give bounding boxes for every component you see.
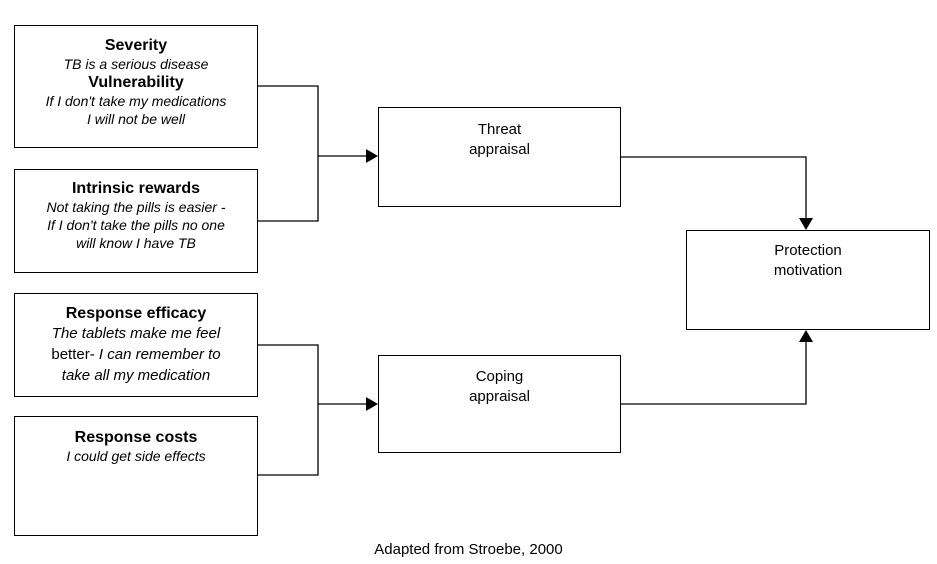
connector-severity-to-threat — [258, 85, 370, 157]
arrowhead-threat — [366, 149, 378, 163]
vulnerability-text: If I don't take my medications I will no… — [45, 93, 227, 127]
severity-text: TB is a serious disease — [63, 56, 209, 72]
response-costs-title: Response costs — [74, 429, 198, 446]
response-costs-text: I could get side effects — [66, 448, 206, 464]
arrowhead-coping — [366, 397, 378, 411]
response-efficacy-box: Response efficacy The tablets make me fe… — [14, 293, 258, 397]
threat-appraisal-box: Threat appraisal — [378, 107, 621, 207]
arrowhead-protection-bottom — [799, 330, 813, 342]
threat-appraisal-label: Threat appraisal — [469, 121, 530, 158]
intrinsic-rewards-box: Intrinsic rewards Not taking the pills i… — [14, 169, 258, 273]
intrinsic-rewards-title: Intrinsic rewards — [71, 180, 201, 197]
response-efficacy-title: Response efficacy — [65, 305, 207, 322]
source-caption: Adapted from Stroebe, 2000 — [374, 541, 563, 558]
arrowhead-protection-top — [799, 218, 813, 230]
severity-vulnerability-box: Severity TB is a serious disease Vulnera… — [14, 25, 258, 148]
connector-coping-to-protection — [621, 339, 807, 405]
connector-threat-to-protection — [621, 156, 807, 222]
connector-rewards-to-threat — [258, 156, 319, 222]
coping-appraisal-box: Coping appraisal — [378, 355, 621, 453]
response-efficacy-italic-part: I can remember to — [98, 346, 221, 363]
vulnerability-title: Vulnerability — [88, 74, 184, 91]
coping-appraisal-label: Coping appraisal — [469, 368, 530, 405]
connector-efficacy-to-coping — [258, 344, 370, 405]
response-efficacy-plain-part: better- — [51, 346, 99, 363]
intrinsic-rewards-text: Not taking the pills is easier - If I do… — [46, 199, 226, 251]
connector-costs-to-coping — [258, 404, 319, 476]
response-costs-box: Response costs I could get side effects — [14, 416, 258, 536]
severity-title: Severity — [104, 37, 168, 54]
response-efficacy-text-line1: The tablets make me feel — [51, 325, 221, 342]
protection-motivation-label: Protection motivation — [773, 242, 843, 279]
response-efficacy-text-line3: take all my medication — [61, 367, 211, 384]
response-efficacy-text-line2: better- I can remember to — [15, 344, 257, 365]
protection-motivation-box: Protection motivation — [686, 230, 930, 330]
